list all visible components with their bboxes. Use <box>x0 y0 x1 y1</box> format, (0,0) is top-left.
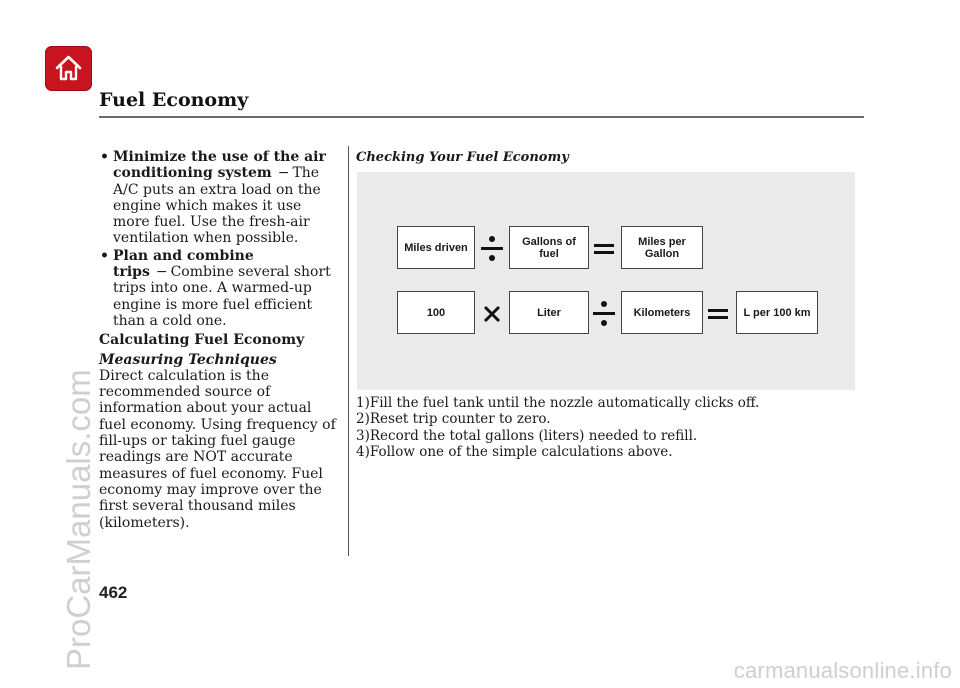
miles-driven-box: Miles driven <box>397 226 475 269</box>
divide-icon <box>481 236 503 261</box>
steps-list: 1)Fill the fuel tank until the nozzle au… <box>356 395 759 460</box>
bullet-item: • Plan and combine trips−Combine several… <box>99 248 339 329</box>
footer-watermark: carmanualsonline.info <box>733 658 952 683</box>
diagram-heading: Checking Your Fuel Economy <box>356 150 569 165</box>
bullet-dot: • <box>100 247 109 264</box>
hundred-box: 100 <box>397 291 475 334</box>
home-icon <box>55 55 82 81</box>
divide-icon <box>593 301 615 326</box>
measure-paragraph: Direct calculation is the recommended so… <box>99 367 336 531</box>
title-rule <box>99 116 864 118</box>
page-number: 462 <box>99 583 128 602</box>
step-item: 4)Follow one of the simple calculations … <box>356 443 673 460</box>
bullet-item: • Minimize the use of the air conditioni… <box>99 149 339 247</box>
mpg-box: Miles per Gallon <box>621 226 703 269</box>
equals-icon <box>594 244 614 254</box>
bullet-dash: − <box>277 165 290 182</box>
equals-icon <box>708 309 728 319</box>
left-column: • Minimize the use of the air conditioni… <box>99 149 339 531</box>
step-item: 1)Fill the fuel tank until the nozzle au… <box>356 395 760 411</box>
multiply-icon <box>483 305 501 323</box>
gallons-box: Gallons of fuel <box>509 226 589 269</box>
home-button[interactable] <box>45 46 92 91</box>
page-title: Fuel Economy <box>99 89 249 111</box>
column-divider <box>348 146 349 556</box>
step-item: 3)Record the total gallons (liters) need… <box>356 427 698 444</box>
bullet-heading: Minimize the use of the air conditioning… <box>113 149 326 182</box>
l-per-100km-box: L per 100 km <box>736 291 818 334</box>
bullet-dot: • <box>100 149 109 165</box>
bullet-heading: Plan and combine trips <box>113 247 254 281</box>
subsection-heading: Measuring Techniques <box>99 351 277 368</box>
watermark-text: ProCarManuals.com <box>60 369 97 670</box>
bullet-dash: − <box>155 264 168 281</box>
bullet-text: The A/C puts an extra load on the engine… <box>113 165 321 247</box>
kilometers-box: Kilometers <box>621 291 703 334</box>
step-item: 2)Reset trip counter to zero. <box>356 411 551 428</box>
fuel-calc-diagram: Miles driven Gallons of fuel Miles per G… <box>357 172 855 390</box>
svg-text:ProCarManuals.com: ProCarManuals.com <box>60 369 97 670</box>
bullet-text: Combine several short trips into one. A … <box>113 264 331 329</box>
liter-box: Liter <box>509 291 589 334</box>
section-heading: Calculating Fuel Economy <box>99 332 305 349</box>
